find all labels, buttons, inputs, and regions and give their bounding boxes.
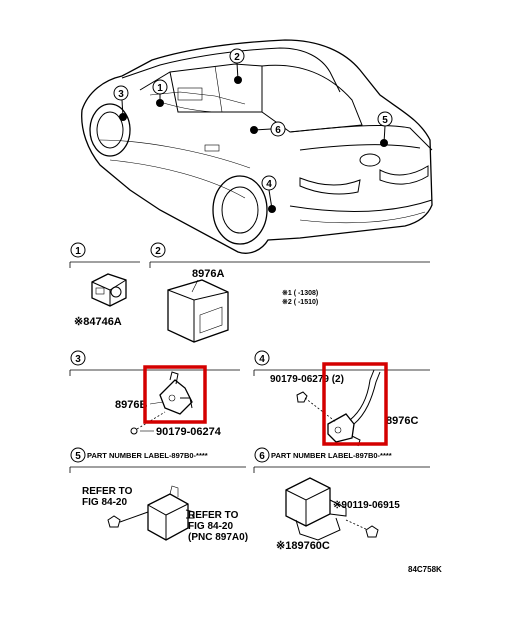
refer-right-1: REFER TO — [188, 510, 239, 521]
callout-4: 4 — [261, 175, 277, 191]
svg-text:5: 5 — [382, 115, 388, 126]
refer-left-1: REFER TO — [82, 486, 133, 497]
part-label-8976b: 8976B — [115, 399, 147, 411]
refer-right-2: FIG 84-20 — [188, 521, 233, 532]
svg-text:3: 3 — [118, 89, 124, 100]
svg-text:6: 6 — [259, 451, 265, 462]
svg-text:3: 3 — [75, 354, 81, 365]
callout-3: 3 — [113, 85, 129, 101]
callout-6: 6 — [270, 121, 286, 137]
refer-left-2: FIG 84-20 — [82, 497, 127, 508]
highlight-box-3 — [143, 365, 207, 424]
note-1: ※1 ( -1308) — [282, 289, 318, 297]
module-897b0 — [147, 485, 195, 541]
svg-text:2: 2 — [234, 52, 240, 63]
svg-text:6: 6 — [275, 125, 281, 136]
note-2: ※2 ( -1510) — [282, 298, 318, 306]
section-4: 4 90179-06279 (2) 8976C — [253, 350, 430, 447]
part-number-label-header-5: PART NUMBER LABEL-897B0-**** — [87, 451, 208, 460]
car-illustration: 3 1 2 6 4 5 — [81, 39, 433, 254]
sensor-8976c — [327, 369, 381, 447]
section-1: 1 ※84746A — [69, 242, 140, 328]
callout-5: 5 — [377, 111, 393, 127]
highlight-box-4 — [322, 362, 388, 446]
section-6: 6 PART NUMBER LABEL-897B0-**** ※90119-06… — [253, 447, 430, 552]
svg-text:1: 1 — [75, 246, 81, 257]
part-label-8976c: 8976C — [386, 415, 418, 427]
part-number-label-header-6: PART NUMBER LABEL-897B0-**** — [271, 451, 392, 460]
svg-text:4: 4 — [266, 179, 272, 190]
callout-2: 2 — [229, 48, 245, 64]
ecu-module — [167, 279, 229, 343]
svg-text:5: 5 — [75, 451, 81, 462]
section-5: 5 PART NUMBER LABEL-897B0-**** REFER TO … — [69, 447, 248, 543]
section-2: 2 8976A ※1 ( -1308) ※2 ( -1510) — [149, 242, 430, 343]
switch-part — [91, 273, 127, 307]
part-label-89760c: ※189760C — [276, 540, 330, 552]
bolt-label-90179-06279: 90179-06279 (2) — [270, 374, 344, 385]
module-89760c — [285, 477, 347, 541]
callout-1: 1 — [152, 79, 168, 95]
svg-text:4: 4 — [259, 354, 265, 365]
bolt-label-90119-06915: ※90119-06915 — [333, 500, 400, 511]
bolt-label-90179-06274: 90179-06274 — [156, 426, 222, 438]
section-3: 3 8976B 90179-06274 — [69, 350, 240, 438]
part-label-8976a: 8976A — [192, 268, 224, 280]
refer-right-3: (PNC 897A0) — [188, 532, 248, 543]
figure-code: 84C758K — [408, 565, 442, 574]
svg-text:2: 2 — [155, 246, 161, 257]
svg-text:1: 1 — [157, 83, 163, 94]
part-label-84746a: ※84746A — [74, 316, 122, 328]
sensor-8976b — [159, 371, 193, 415]
